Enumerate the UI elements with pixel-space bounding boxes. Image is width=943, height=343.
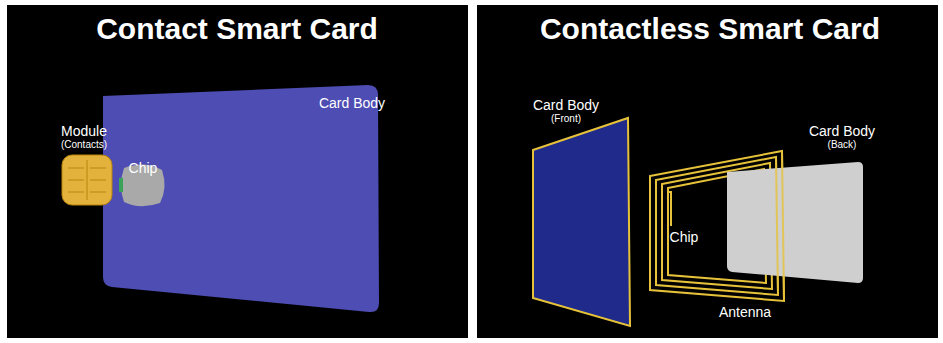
chip-edge	[119, 178, 123, 192]
part-name: Module	[61, 124, 107, 139]
part-name: Card Body	[533, 98, 599, 113]
part-name: Card Body	[319, 96, 385, 111]
contact-module	[62, 155, 112, 205]
card-front	[533, 118, 630, 326]
antenna-front-edge	[776, 157, 778, 295]
part-name: Antenna	[719, 305, 771, 320]
module-contacts	[68, 160, 106, 200]
part-note: (Front)	[551, 113, 581, 124]
chip-wire	[668, 192, 671, 226]
antenna-front-edge	[782, 151, 784, 301]
card-back	[727, 162, 863, 283]
card-body	[103, 85, 379, 312]
right-panel	[477, 5, 938, 338]
part-name: Chip	[129, 161, 158, 176]
part-note: (Contacts)	[61, 139, 107, 150]
panel-title: Contact Smart Card	[96, 12, 378, 45]
part-name: Chip	[670, 230, 699, 245]
left-panel	[7, 5, 468, 338]
part-note: (Back)	[828, 139, 857, 150]
part-name: Card Body	[809, 124, 875, 139]
panel-title: Contactless Smart Card	[540, 12, 880, 45]
